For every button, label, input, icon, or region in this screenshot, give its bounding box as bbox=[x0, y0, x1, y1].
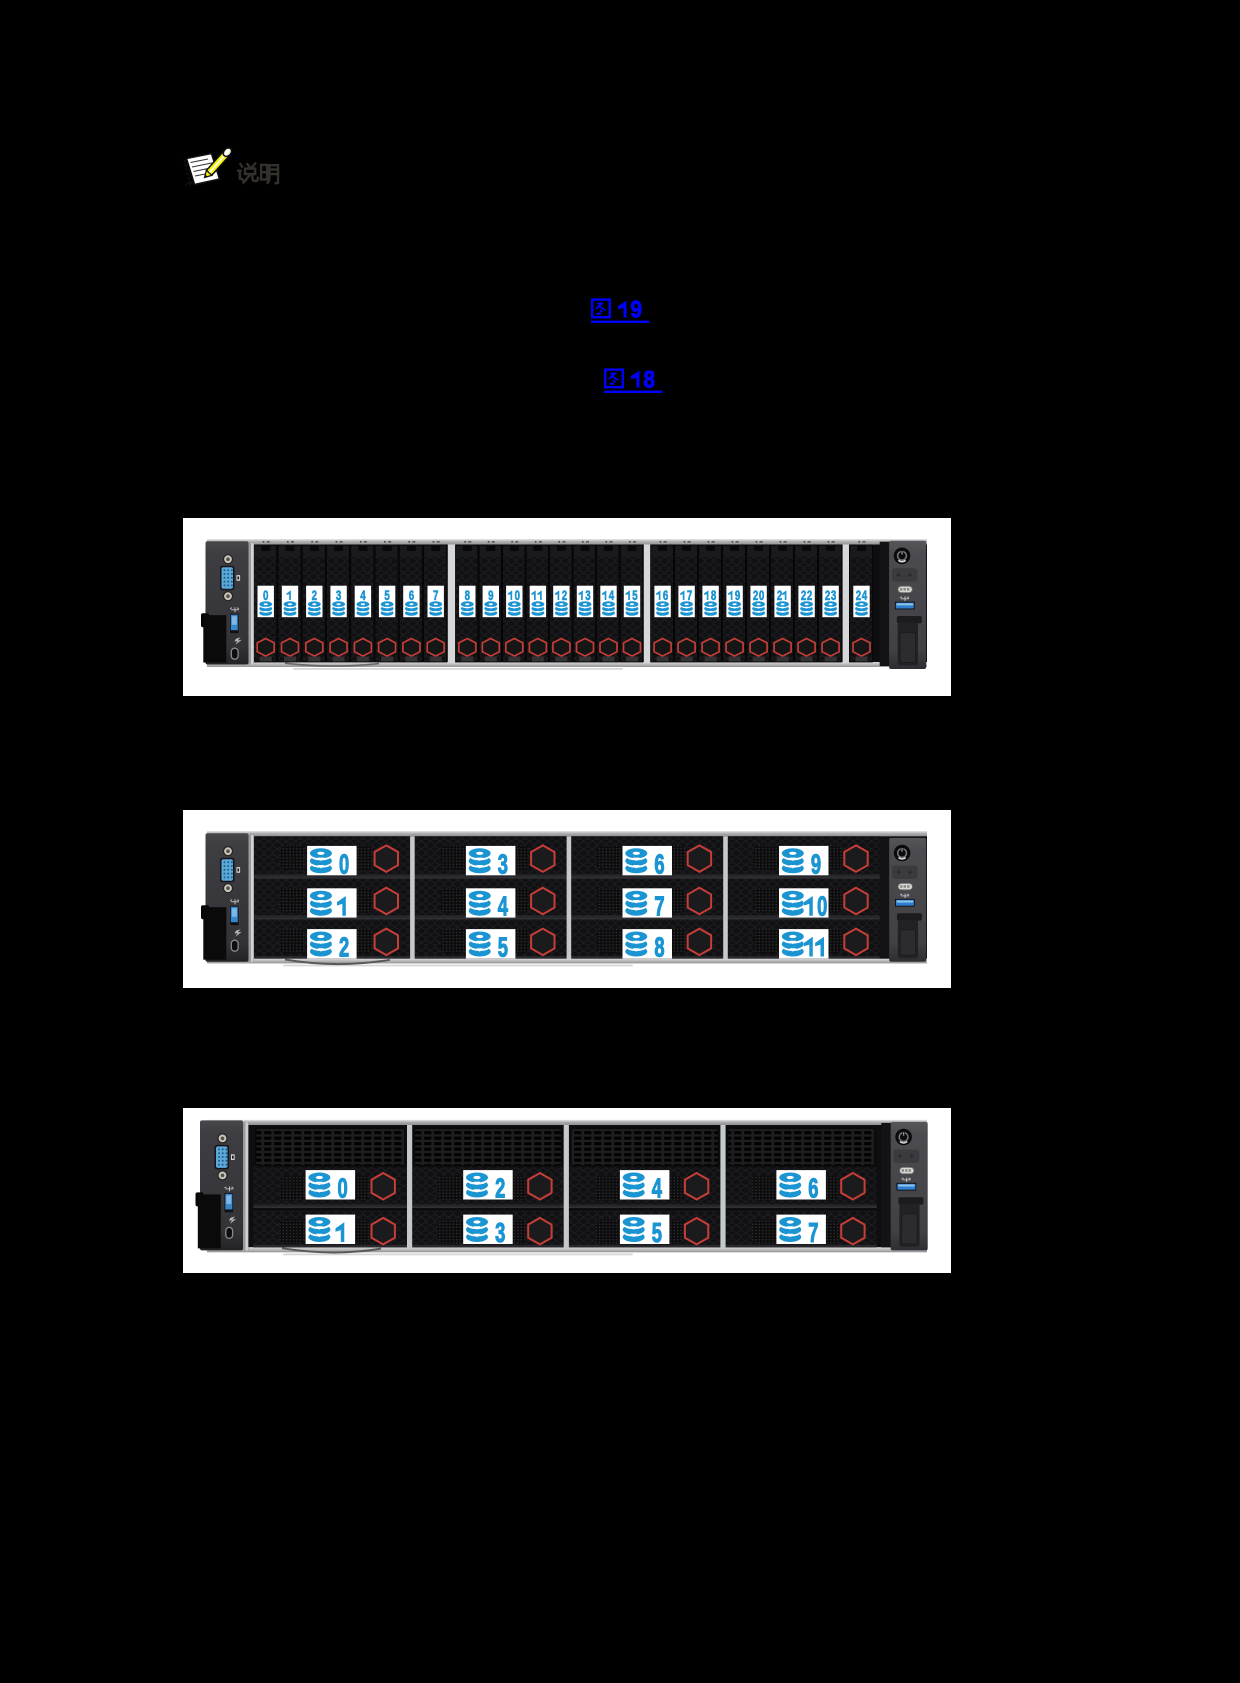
svg-text:0: 0 bbox=[263, 588, 268, 603]
svg-text:2: 2 bbox=[807, 588, 812, 603]
svg-text:9: 9 bbox=[735, 588, 740, 603]
svg-text:0: 0 bbox=[338, 1173, 348, 1204]
svg-text:2: 2 bbox=[856, 588, 861, 603]
svg-text:2: 2 bbox=[562, 588, 567, 603]
svg-text:9: 9 bbox=[811, 848, 821, 879]
svg-text:0: 0 bbox=[339, 848, 349, 879]
svg-text:4: 4 bbox=[862, 588, 868, 603]
svg-text:2: 2 bbox=[312, 588, 317, 603]
svg-text:7: 7 bbox=[808, 1217, 818, 1248]
svg-text:7: 7 bbox=[654, 891, 664, 922]
svg-text:2: 2 bbox=[825, 588, 830, 603]
svg-text:9: 9 bbox=[488, 588, 493, 603]
svg-text:6: 6 bbox=[808, 1173, 818, 1204]
svg-text:0: 0 bbox=[759, 588, 764, 603]
svg-text:5: 5 bbox=[498, 932, 508, 963]
svg-text:2: 2 bbox=[339, 932, 349, 963]
svg-text:0: 0 bbox=[515, 588, 520, 603]
svg-text:4: 4 bbox=[652, 1173, 663, 1204]
svg-text:8: 8 bbox=[711, 588, 717, 603]
svg-text:0: 0 bbox=[817, 891, 827, 922]
svg-text:7: 7 bbox=[687, 588, 692, 603]
svg-text:5: 5 bbox=[384, 588, 390, 603]
svg-text:7: 7 bbox=[433, 588, 438, 603]
svg-text:3: 3 bbox=[495, 1217, 505, 1248]
svg-text:4: 4 bbox=[360, 588, 366, 603]
svg-text:2: 2 bbox=[495, 1173, 505, 1204]
svg-text:8: 8 bbox=[654, 932, 664, 963]
svg-text:3: 3 bbox=[831, 588, 837, 603]
svg-text:4: 4 bbox=[498, 891, 509, 922]
svg-text:8: 8 bbox=[644, 368, 656, 394]
svg-text:2: 2 bbox=[801, 588, 806, 603]
svg-text:3: 3 bbox=[585, 588, 591, 603]
svg-text:8: 8 bbox=[465, 588, 471, 603]
svg-text:6: 6 bbox=[409, 588, 415, 603]
svg-text:6: 6 bbox=[654, 848, 664, 879]
svg-text:9: 9 bbox=[631, 298, 643, 324]
svg-text:3: 3 bbox=[498, 848, 508, 879]
svg-text:6: 6 bbox=[663, 588, 669, 603]
svg-text:2: 2 bbox=[753, 588, 758, 603]
svg-text:5: 5 bbox=[632, 588, 638, 603]
svg-text:2: 2 bbox=[777, 588, 782, 603]
svg-text:4: 4 bbox=[609, 588, 615, 603]
svg-text:3: 3 bbox=[336, 588, 342, 603]
svg-text:5: 5 bbox=[652, 1217, 662, 1248]
